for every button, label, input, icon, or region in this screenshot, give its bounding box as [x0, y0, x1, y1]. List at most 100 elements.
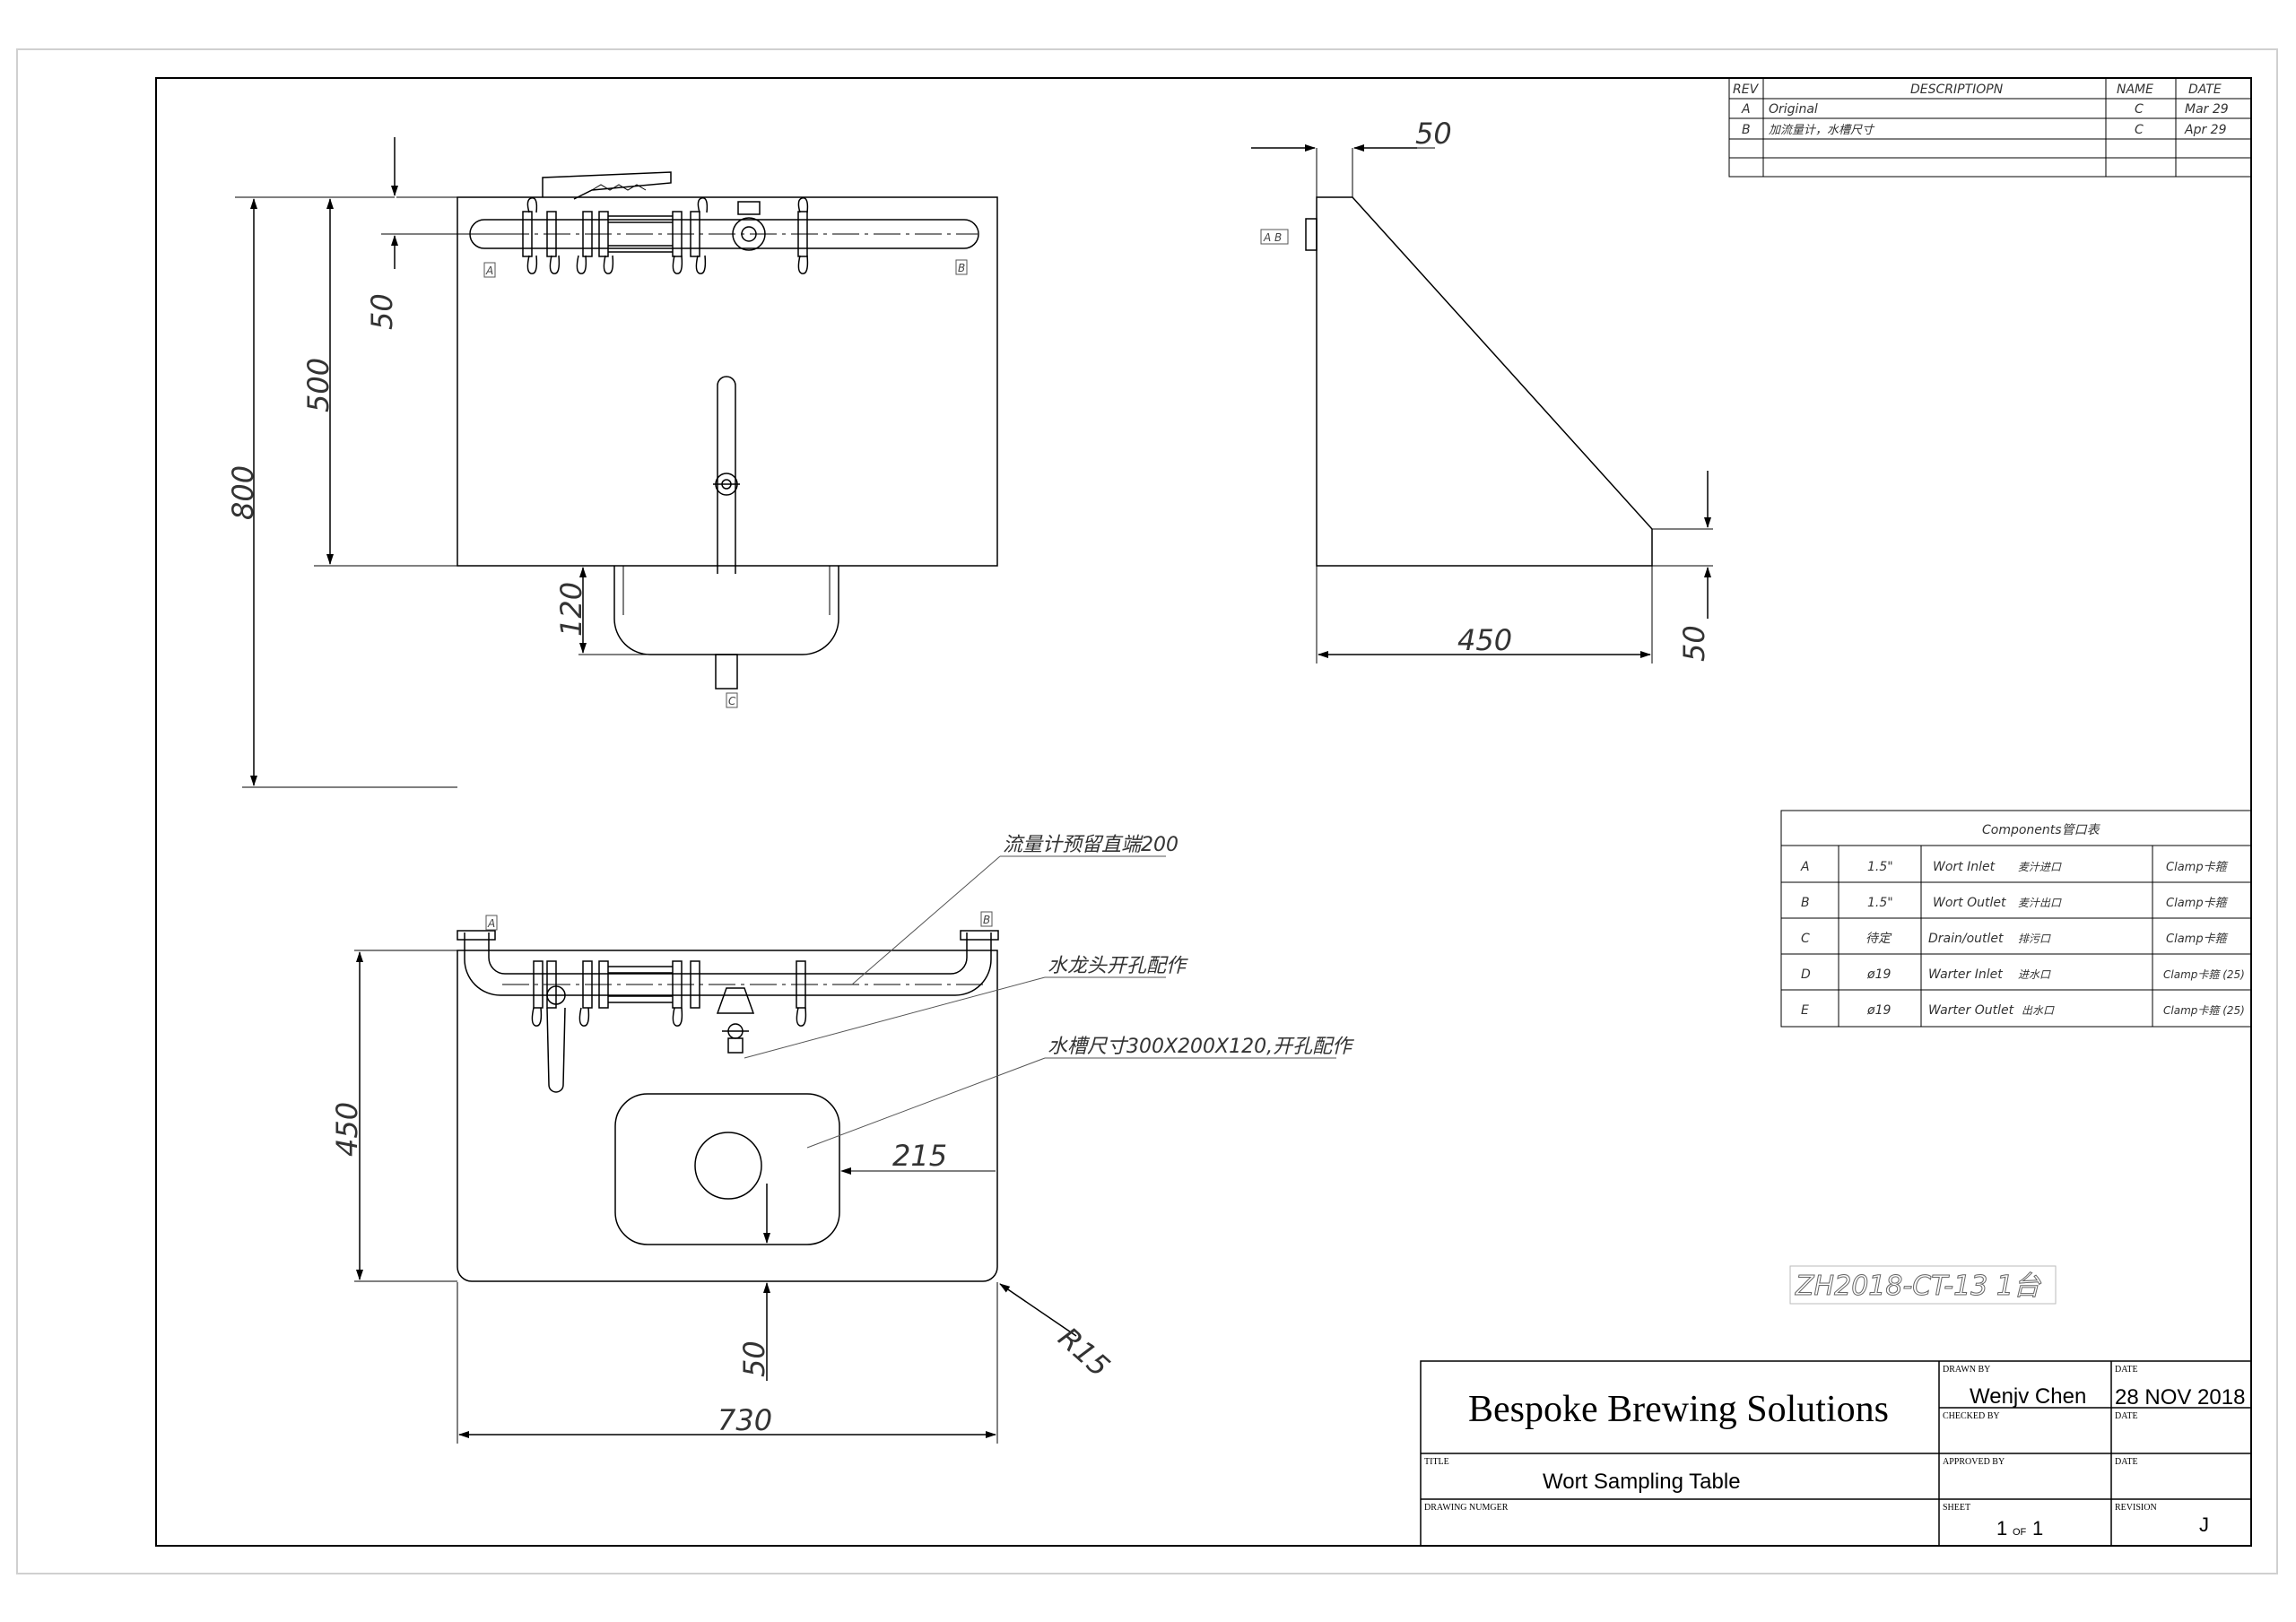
comp-name: Warter Outlet: [1928, 1003, 2014, 1018]
drawn-by-label: DRAWN BY: [1943, 1365, 1990, 1375]
dim-plan-215: 215: [892, 1139, 947, 1173]
sheet-total: 1: [2032, 1517, 2043, 1540]
components-table: [1780, 810, 2252, 1028]
comp-tag: E: [1801, 1003, 1809, 1018]
comp-size: ø19: [1866, 967, 1891, 982]
date-label: DATE: [2115, 1365, 2138, 1375]
comp-conn: Clamp卡箍 (25): [2163, 1004, 2245, 1017]
comp-name-cn: 麦汁出口: [2018, 897, 2062, 909]
comp-tag: A: [1800, 860, 1810, 874]
dim-front-120: 120: [554, 582, 588, 637]
comp-name-cn: 出水口: [2022, 1004, 2055, 1017]
rev-row-rev: A: [1741, 102, 1751, 117]
comp-name: Drain/outlet: [1928, 932, 2004, 946]
dim-plan-bottom-50: 50: [737, 1340, 771, 1377]
comp-size: ø19: [1866, 1003, 1891, 1018]
approved-date-label: DATE: [2115, 1457, 2138, 1467]
front-sink: [613, 566, 839, 655]
drawing-title: Wort Sampling Table: [1543, 1470, 1741, 1494]
plan-view: [354, 930, 1077, 1444]
front-drain: [715, 654, 738, 690]
comp-conn: Clamp卡箍: [2166, 932, 2229, 946]
dim-side-bottom-50: 50: [1677, 625, 1711, 662]
note-flowmeter: 流量计预留直端200: [1003, 834, 1178, 856]
port-tag-a: A: [487, 917, 495, 930]
port-tag-b: B: [958, 262, 965, 274]
title-label: TITLE: [1424, 1457, 1449, 1467]
comp-conn: Clamp卡箍 (25): [2163, 968, 2245, 981]
rev-row-description: 加流量计，水槽尺寸: [1769, 124, 1875, 137]
port-tag-ab: A B: [1263, 231, 1282, 244]
rev-row-description: Original: [1769, 102, 1818, 117]
drawn-by: Wenjv Chen: [1970, 1384, 2086, 1409]
comp-size: 1.5": [1867, 860, 1893, 874]
rev-row-date: Apr 29: [2184, 123, 2227, 137]
side-view: [1251, 144, 1713, 664]
comp-conn: Clamp卡箍: [2166, 897, 2229, 910]
comp-name-cn: 排污口: [2018, 932, 2051, 945]
checked-by-label: CHECKED BY: [1943, 1411, 2000, 1421]
comp-name: Wort Inlet: [1933, 860, 1996, 874]
front-view: [235, 137, 998, 788]
leader-lines: [744, 855, 1336, 1149]
rev-row-name: C: [2135, 102, 2144, 117]
front-pipe: [469, 219, 979, 249]
dim-front-500: 500: [301, 358, 335, 412]
outer-border: [16, 48, 2278, 1574]
revision-table: [1728, 77, 2252, 178]
dim-side-450: 450: [1457, 623, 1512, 657]
part-number-frame: [1789, 1265, 2057, 1305]
sheet-label: SHEET: [1943, 1503, 1970, 1513]
dim-plan-450: 450: [330, 1102, 364, 1157]
side-port-tags: A B: [1260, 229, 1289, 245]
comp-size: 1.5": [1867, 896, 1893, 910]
note-sink: 水槽尺寸300X200X120,开孔配作: [1048, 1036, 1354, 1058]
checked-date-label: DATE: [2115, 1411, 2138, 1421]
plan-drain-hole: [694, 1132, 762, 1200]
comp-name-cn: 麦汁进口: [2018, 861, 2062, 873]
front-faucet: [717, 376, 736, 574]
plan-sink: [614, 1093, 840, 1245]
dim-front-top-50: 50: [365, 293, 399, 330]
rev-header-date: DATE: [2188, 82, 2222, 97]
rev-header-description: DESCRIPTIOPN: [1910, 82, 2004, 97]
drawing-frame: [155, 77, 2252, 1547]
side-profile: [1316, 196, 1653, 567]
drawing-number-label: DRAWING NUMGER: [1424, 1503, 1509, 1513]
plan-port-tags: A B: [485, 911, 993, 931]
comp-tag: B: [1801, 896, 1810, 910]
rev-header-name: NAME: [2117, 82, 2153, 97]
sheet-number: 1: [1996, 1517, 2007, 1540]
port-tag-c: C: [728, 695, 736, 707]
dim-front-800: 800: [226, 465, 260, 520]
dim-plan-730: 730: [718, 1403, 772, 1437]
dim-plan-radius: R15: [1052, 1321, 1117, 1383]
comp-size: 待定: [1866, 932, 1892, 946]
rev-row-name: C: [2135, 123, 2144, 137]
approved-by-label: APPROVED BY: [1943, 1457, 2005, 1467]
port-tag-b: B: [983, 914, 990, 926]
comp-tag: C: [1801, 932, 1810, 946]
note-faucet: 水龙头开孔配作: [1048, 955, 1188, 977]
plan-fittings: [531, 960, 807, 1093]
plan-pipe: [464, 932, 992, 996]
comp-tag: D: [1801, 967, 1811, 982]
revision-label: REVISION: [2115, 1503, 2157, 1513]
comp-name: Wort Outlet: [1933, 896, 2006, 910]
sheet-of: OF: [2013, 1527, 2027, 1538]
plan-top: [457, 950, 998, 1282]
part-number: ZH2018-CT-13 1台: [1795, 1271, 2042, 1302]
front-port-tags: A B C: [483, 259, 968, 708]
rev-row-rev: B: [1742, 123, 1751, 137]
company-name: Bespoke Brewing Solutions: [1468, 1389, 1889, 1430]
front-clamps: [522, 171, 809, 274]
title-block: [1420, 1360, 2252, 1547]
port-tag-a: A: [485, 265, 493, 277]
components-title: Components管口表: [1982, 823, 2101, 837]
revision-value: J: [2199, 1514, 2209, 1536]
rev-header-rev: REV: [1733, 82, 1760, 97]
rev-row-date: Mar 29: [2185, 102, 2229, 117]
date-value: 28 NOV 2018: [2115, 1385, 2245, 1409]
comp-name-cn: 进水口: [2018, 968, 2051, 981]
